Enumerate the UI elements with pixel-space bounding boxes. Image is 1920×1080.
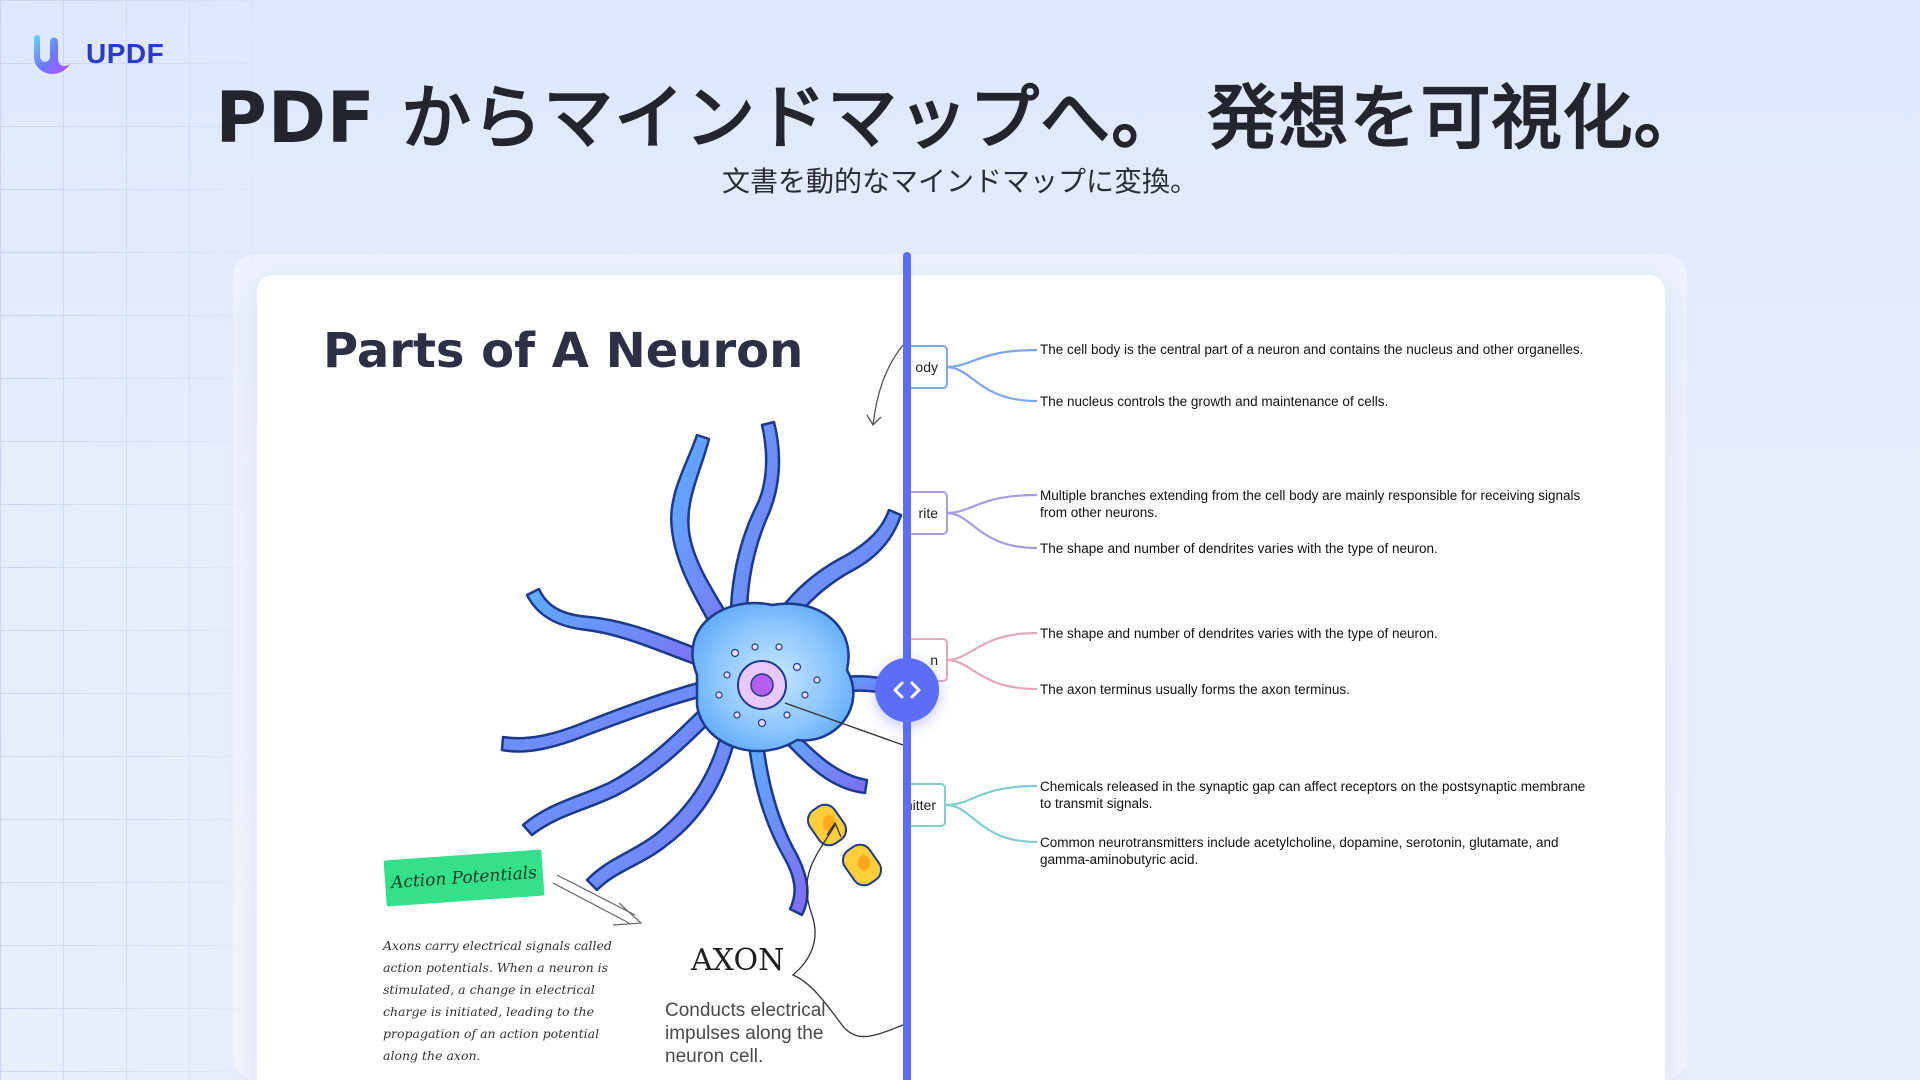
compare-slider-handle[interactable] — [875, 658, 939, 722]
chevron-left-right-icon — [893, 681, 921, 699]
brand-name: UPDF — [86, 38, 165, 69]
mindmap-leaf[interactable]: The shape and number of dendrites varies… — [1040, 541, 1438, 556]
mindmap-connectors — [945, 348, 1038, 844]
mindmap-leaf[interactable]: The nucleus controls the growth and main… — [1040, 394, 1389, 409]
background-grid — [0, 0, 300, 1080]
pdf-document-pane: Parts of A Neuron — [257, 275, 903, 1080]
updf-logo-icon — [34, 35, 70, 74]
hero-title: PDF からマインドマップへ。 発想を可視化。 — [215, 77, 1705, 159]
mindmap-pane: ody The cell body is the central part of… — [903, 275, 1665, 1080]
mindmap-node-label: smitter — [903, 797, 936, 813]
axon-description: Conducts electrical impulses along the n… — [665, 1000, 826, 1067]
updf-logo[interactable]: UPDF — [28, 32, 164, 76]
mindmap-leaf[interactable]: The axon terminus usually forms the axon… — [1040, 682, 1350, 697]
neuron-illustration — [500, 344, 903, 1038]
hero-subtitle: 文書を動的なマインドマップに変換。 — [721, 165, 1198, 198]
mindmap-leaf[interactable]: Multiple branches extending from the cel… — [1040, 488, 1581, 520]
axon-title: AXON — [691, 943, 785, 978]
mindmap-node-label: n — [930, 652, 938, 668]
action-potentials-text: Axons carry electrical signals called ac… — [383, 938, 612, 1063]
mindmap-leaf[interactable]: Common neurotransmitters include acetylc… — [1040, 835, 1559, 867]
mindmap-leaf[interactable]: The cell body is the central part of a n… — [1040, 342, 1584, 357]
mindmap-node-label: rite — [918, 505, 938, 521]
comparison-card: Parts of A Neuron — [257, 275, 1665, 1080]
mindmap-leaf[interactable]: The shape and number of dendrites varies… — [1040, 626, 1438, 641]
document-title: Parts of A Neuron — [323, 323, 804, 379]
mindmap-leaf[interactable]: Chemicals released in the synaptic gap c… — [1040, 779, 1586, 811]
mindmap-node-label: ody — [915, 359, 938, 375]
